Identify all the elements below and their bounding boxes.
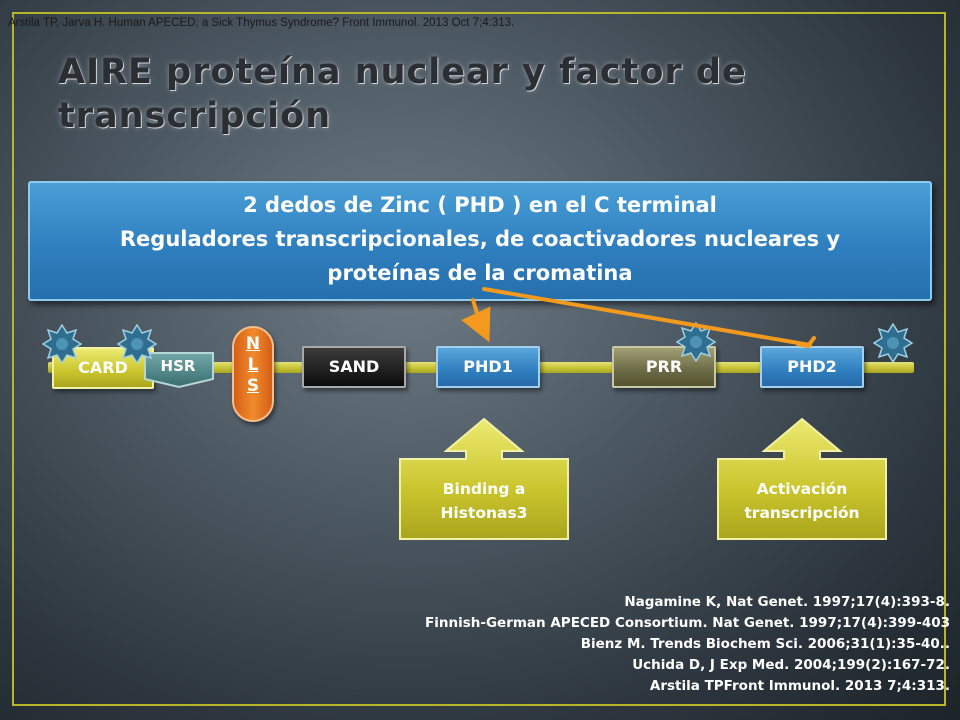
- domain-prr: PRR: [612, 346, 716, 388]
- reference-item: Bienz M. Trends Biochem Sci. 2006;31(1):…: [580, 636, 950, 652]
- hsr-shape: [144, 352, 214, 389]
- callout-left-line-2: Histonas3: [440, 504, 528, 522]
- up-arrow-callout-shape: [399, 417, 569, 540]
- callout-left-line-1: Binding a: [442, 480, 526, 498]
- gear-icon: [873, 323, 913, 363]
- info-box: 2 dedos de Zinc ( PHD ) en el C terminal…: [28, 181, 932, 301]
- gear-icon: [42, 324, 82, 364]
- domain-phd1: PHD1: [436, 346, 540, 388]
- slide-title: AIRE proteína nuclear y factor de transc…: [58, 50, 818, 138]
- domain-sand: SAND: [302, 346, 406, 388]
- gear-icon: [117, 324, 157, 364]
- up-arrow-callout-shape: [717, 417, 887, 540]
- references-list: Nagamine K, Nat Genet. 1997;17(4):393-8.…: [425, 592, 950, 697]
- info-line-2: Reguladores transcripcionales, de coacti…: [119, 227, 841, 251]
- title-line-2: transcripción: [58, 96, 332, 136]
- top-citation: Arstila TP, Jarva H. Human APECED; a Sic…: [8, 17, 515, 29]
- reference-item: Nagamine K, Nat Genet. 1997;17(4):393-8.: [624, 594, 950, 610]
- nls-letter-n: N: [245, 334, 261, 354]
- arrow-to-phd1: [461, 298, 491, 343]
- domain-nls: N L S: [232, 326, 274, 422]
- arrow-head-phd2: [796, 336, 816, 348]
- callout-right-text: Activación transcripción: [720, 465, 884, 537]
- nls-letter-l: L: [247, 355, 259, 375]
- nls-letter-s: S: [246, 376, 260, 396]
- callout-binding-histonas: Binding a Histonas3: [398, 417, 570, 541]
- slide-frame: [12, 12, 946, 706]
- reference-item: Arstila TPFront Immunol. 2013 7;4:313.: [649, 678, 950, 694]
- info-line-1: 2 dedos de Zinc ( PHD ) en el C terminal: [243, 193, 717, 217]
- callout-left-text: Binding a Histonas3: [402, 465, 566, 537]
- arrow-to-phd2: [482, 287, 812, 347]
- gear-icon: [676, 322, 716, 362]
- domain-hsr: HSR: [143, 351, 219, 391]
- callout-right-line-1: Activación: [756, 480, 848, 498]
- info-line-3: proteínas de la cromatina: [327, 261, 633, 285]
- title-line-1: AIRE proteína nuclear y factor de: [58, 52, 747, 92]
- callout-activacion: Activación transcripción: [716, 417, 888, 541]
- reference-item: Uchida D, J Exp Med. 2004;199(2):167-72.: [632, 657, 950, 673]
- hsr-label: HSR: [160, 357, 196, 375]
- reference-item: Finnish-German APECED Consortium. Nat Ge…: [425, 615, 950, 631]
- domain-phd2: PHD2: [760, 346, 864, 388]
- callout-right-line-2: transcripción: [744, 504, 860, 522]
